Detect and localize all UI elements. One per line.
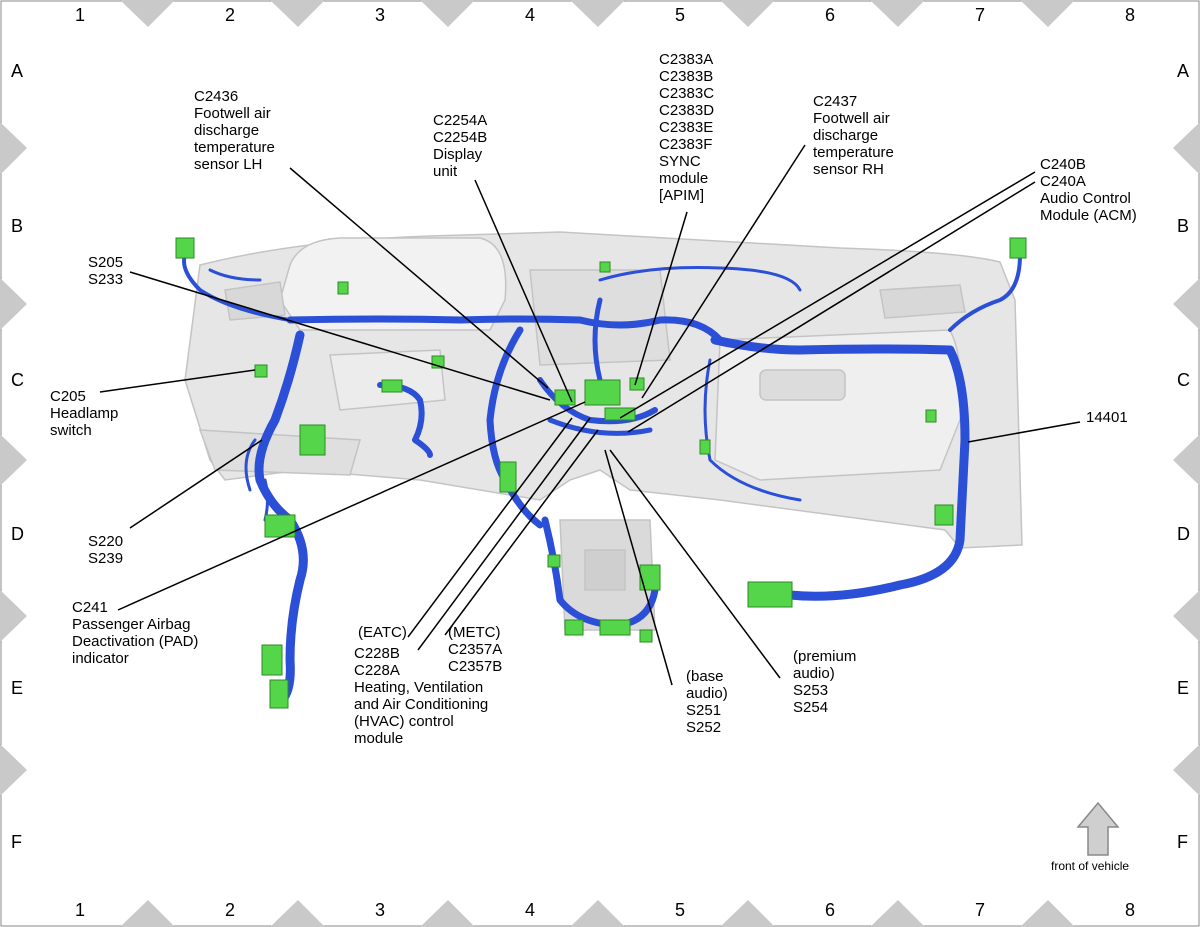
col-label-1: 1 xyxy=(75,5,86,25)
col-label-2: 2 xyxy=(225,5,236,25)
connectors xyxy=(175,237,1027,709)
col-label-8-bottom: 8 xyxy=(1125,900,1136,920)
col-label-2-bottom: 2 xyxy=(225,900,236,920)
row-label-f: F xyxy=(11,832,22,852)
callout-c241: C241 Passenger Airbag Deactivation (PAD)… xyxy=(72,599,199,667)
callout-c205: C205 Headlamp switch xyxy=(50,388,119,439)
col-label-6: 6 xyxy=(825,5,836,25)
row-label-b: B xyxy=(11,216,24,236)
callout-eatc: (EATC) xyxy=(358,624,407,641)
callout-c2254: C2254A C2254B Display unit xyxy=(433,112,488,180)
callout-c2437: C2437 Footwell air discharge temperature… xyxy=(813,93,894,178)
col-label-6-bottom: 6 xyxy=(825,900,836,920)
callout-s205: S205 S233 xyxy=(88,254,124,288)
col-label-7: 7 xyxy=(975,5,986,25)
row-label-b-right: B xyxy=(1177,216,1190,236)
col-label-3-bottom: 3 xyxy=(375,900,386,920)
row-label-c: C xyxy=(11,370,24,390)
row-label-e-right: E xyxy=(1177,678,1190,698)
col-label-4-bottom: 4 xyxy=(525,900,536,920)
col-label-1-bottom: 1 xyxy=(75,900,86,920)
leader-lines xyxy=(99,144,1081,686)
callout-base-audio: (base audio) S251 S252 xyxy=(686,668,728,736)
front-of-vehicle-label: front of vehicle xyxy=(1051,859,1130,873)
col-label-3: 3 xyxy=(375,5,386,25)
callout-s220: S220 S239 xyxy=(88,533,124,567)
row-label-a-right: A xyxy=(1177,61,1190,81)
row-label-c-right: C xyxy=(1177,370,1190,390)
col-label-5-bottom: 5 xyxy=(675,900,686,920)
callout-metc: (METC) C2357A C2357B xyxy=(448,624,503,675)
row-label-f-right: F xyxy=(1177,832,1188,852)
col-label-8: 8 xyxy=(1125,5,1136,25)
callout-14401: 14401 xyxy=(1086,409,1128,426)
col-label-4: 4 xyxy=(525,5,536,25)
col-label-5: 5 xyxy=(675,5,686,25)
callout-c240: C240B C240A Audio Control Module (ACM) xyxy=(1040,156,1137,224)
row-label-e: E xyxy=(11,678,24,698)
front-arrow-icon xyxy=(1076,801,1120,856)
row-label-a: A xyxy=(11,61,24,81)
row-label-d: D xyxy=(11,524,24,544)
callout-c2383: C2383A C2383B C2383C C2383D C2383E C2383… xyxy=(659,51,715,204)
col-label-7-bottom: 7 xyxy=(975,900,986,920)
callout-premium-audio: (premium audio) S253 S254 xyxy=(793,648,857,716)
row-label-d-right: D xyxy=(1177,524,1190,544)
callout-c228-hvac: C228B C228A Heating, Ventilation and Air… xyxy=(354,645,489,747)
callout-c2436: C2436 Footwell air discharge temperature… xyxy=(194,88,275,173)
